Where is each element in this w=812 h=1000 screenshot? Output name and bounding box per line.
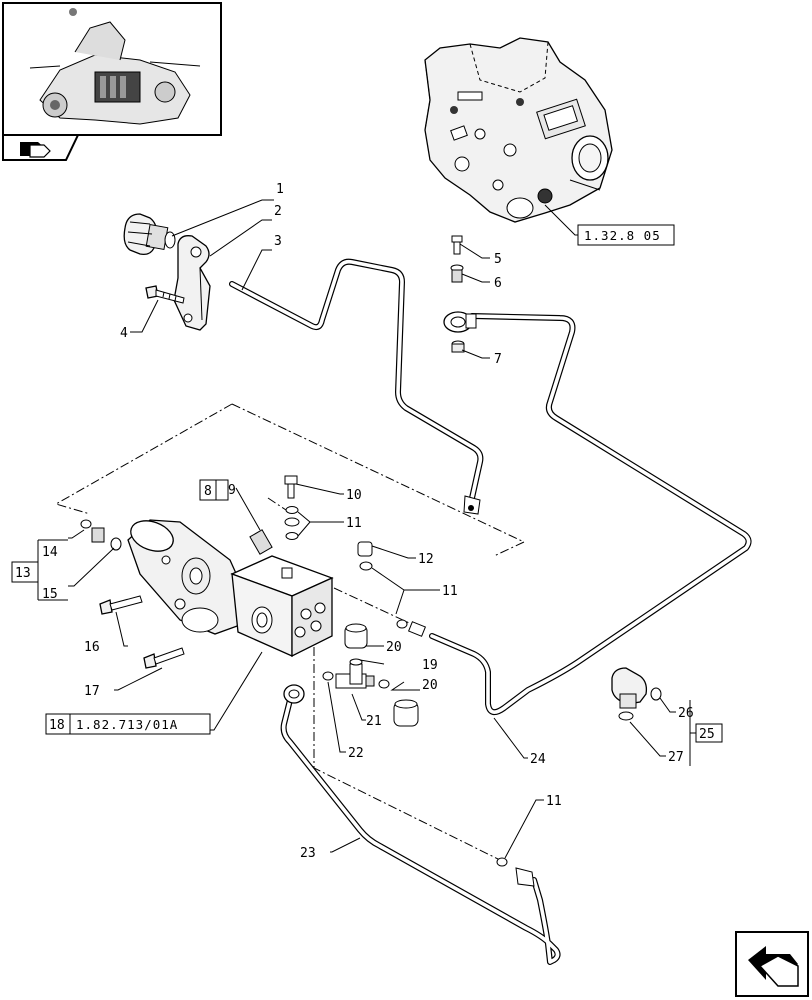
callout-12[interactable]: 12 — [418, 552, 434, 567]
boxed-labels: 8 13 14 15 18 1.82.713/01A 25 — [11, 479, 723, 766]
callout-22[interactable]: 22 — [348, 746, 364, 761]
part-20-cap — [344, 623, 368, 649]
callout-4[interactable]: 4 — [120, 326, 128, 341]
part-4-bolt — [145, 285, 185, 304]
book-arrow-icon — [20, 142, 51, 158]
callout-11b[interactable]: 11 — [442, 584, 458, 599]
part-19-washer — [349, 658, 363, 666]
part-11-washers — [284, 506, 300, 540]
part-1-adapter — [123, 213, 176, 256]
callout-20a[interactable]: 20 — [386, 640, 402, 655]
callout-9[interactable]: 9 — [228, 483, 236, 498]
callout-labels: 1 2 3 4 5 6 7 9 10 11 12 11 16 17 20 19 … — [84, 182, 694, 861]
callout-17[interactable]: 17 — [84, 684, 100, 699]
callout-5[interactable]: 5 — [494, 252, 502, 267]
part-2-bracket — [173, 235, 211, 331]
part-22-washer — [322, 671, 334, 681]
elbow-fitting — [611, 667, 662, 721]
callout-26[interactable]: 26 — [678, 706, 694, 721]
callout-21[interactable]: 21 — [366, 714, 382, 729]
pipe-3 — [229, 258, 484, 515]
distributor-block — [230, 555, 334, 658]
next-page-arrow-icon[interactable] — [735, 931, 809, 997]
reference-upper[interactable]: 1.32.8 05 — [584, 228, 661, 243]
callout-2[interactable]: 2 — [274, 204, 282, 219]
leader-lines — [68, 199, 676, 859]
valve-housing — [424, 37, 613, 223]
callout-27[interactable]: 27 — [668, 750, 684, 765]
part-7-washer — [451, 340, 465, 353]
callout-20b[interactable]: 20 — [422, 678, 438, 693]
reference-lower[interactable]: 1.82.713/01A — [76, 717, 178, 732]
box-label-25[interactable]: 25 — [699, 727, 715, 742]
box-label-14[interactable]: 14 — [42, 545, 58, 560]
part-16-bolt — [99, 595, 143, 615]
callout-6[interactable]: 6 — [494, 276, 502, 291]
banjo-fitting-top — [443, 311, 477, 333]
overview-thumbnail[interactable] — [2, 2, 222, 161]
box-label-15[interactable]: 15 — [42, 587, 58, 602]
part-5-bolt — [451, 235, 463, 255]
callout-11a[interactable]: 11 — [346, 516, 362, 531]
box-label-18[interactable]: 18 — [49, 718, 65, 733]
part-14-fitting — [80, 519, 105, 543]
callout-19[interactable]: 19 — [422, 658, 438, 673]
part-17-bolt — [143, 647, 185, 669]
box-label-13[interactable]: 13 — [15, 566, 31, 581]
callout-1[interactable]: 1 — [276, 182, 284, 197]
part-10-bolt — [284, 475, 298, 499]
part-21-tee — [335, 663, 375, 689]
part-20-cap-b — [393, 699, 419, 727]
callout-23[interactable]: 23 — [300, 846, 316, 861]
callout-7[interactable]: 7 — [494, 352, 502, 367]
box-label-8[interactable]: 8 — [204, 484, 212, 499]
callout-11c[interactable]: 11 — [546, 794, 562, 809]
tractor-transmission-thumbnail — [29, 8, 201, 125]
pipe-24-end-fitting — [396, 619, 427, 637]
callout-10[interactable]: 10 — [346, 488, 362, 503]
part-15-washer — [110, 537, 122, 551]
part-20-washer — [378, 679, 390, 689]
callout-3[interactable]: 3 — [274, 234, 282, 249]
callout-24[interactable]: 24 — [530, 752, 546, 767]
part-12-plug — [357, 541, 373, 571]
pipe-23 — [280, 684, 561, 965]
part-9-plug — [249, 529, 273, 555]
callout-16[interactable]: 16 — [84, 640, 100, 655]
part-6-washer — [450, 264, 464, 283]
pipe-24 — [429, 313, 752, 716]
brake-valve-body — [127, 519, 249, 635]
